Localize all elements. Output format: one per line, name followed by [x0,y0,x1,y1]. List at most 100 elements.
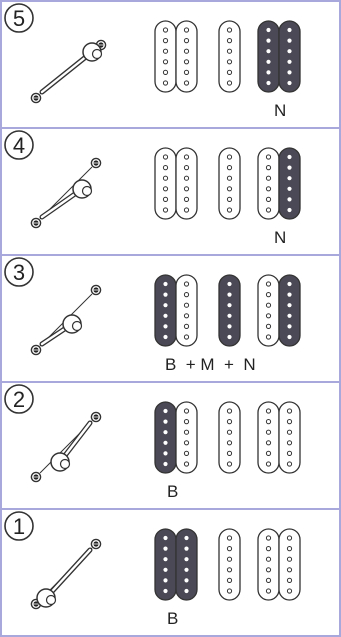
pole-piece-icon [265,461,272,467]
selector-lever-icon [30,411,102,483]
pole-piece-icon [287,186,292,191]
pole-piece-icon [184,578,189,583]
pole-piece-icon [183,281,190,287]
pole-piece-icon [183,429,190,435]
pole-piece-icon [226,408,233,414]
position-number: 3 [13,260,25,285]
middle-coil [218,147,241,220]
pole-piece-icon [265,556,272,562]
pole-piece-icon [266,27,271,33]
pole-piece-icon [184,535,189,541]
pole-piece-icon [163,281,168,287]
pole-piece-icon [265,175,272,181]
pole-piece-icon [226,27,233,33]
pole-piece-icon [183,38,190,44]
pole-piece-icon [265,281,272,287]
pole-piece-icon [286,588,293,594]
pole-piece-icon [265,313,272,319]
pole-piece-icon [163,440,168,445]
pole-piece-icon [287,70,292,75]
pole-piece-icon [183,48,190,54]
pole-piece-icon [163,588,168,594]
pole-piece-icon [287,334,292,340]
pole-piece-icon [227,313,232,318]
lever-shaft-inner [40,50,94,94]
pole-piece-icon [286,567,293,573]
pole-piece-icon [265,334,272,340]
pole-piece-icon [163,292,168,297]
pole-piece-icon [184,567,189,572]
selector-lever-icon [30,39,107,104]
pole-piece-icon [265,546,272,552]
pole-piece-icon [163,334,168,340]
pole-piece-icon [265,154,272,160]
pole-piece-icon [266,70,271,75]
pole-piece-icon [287,324,292,329]
pole-piece-icon [183,69,190,76]
pole-piece-icon [162,59,169,65]
pole-piece-icon [265,450,272,457]
pole-piece-icon [162,165,169,171]
pole-piece-icon [266,49,271,54]
pole-piece-icon [226,567,233,573]
pole-piece-icon [226,69,233,76]
pole-piece-icon [226,546,233,552]
pole-piece-icon [265,577,272,584]
bridge-coil-2 [175,147,198,220]
pole-piece-icon [183,165,190,171]
pole-piece-icon [287,292,292,297]
pole-piece-icon [227,292,232,297]
pole-piece-icon [183,196,190,203]
position-number: 2 [13,387,25,412]
pole-piece-icon [265,323,272,330]
pole-piece-icon [265,535,272,541]
pole-piece-icon [227,334,232,340]
pole-piece-icon [184,546,189,551]
pole-piece-icon [265,196,272,203]
position-number: 1 [13,514,25,539]
pole-piece-icon [287,38,292,43]
pole-piece-icon [226,59,233,65]
pole-piece-icon [286,450,293,457]
pole-piece-icon [163,546,168,551]
middle-coil [218,274,241,347]
pole-piece-icon [183,292,190,298]
pole-piece-icon [287,303,292,308]
pole-piece-icon [286,535,293,541]
pole-piece-icon [286,408,293,414]
position-number-badge [4,130,34,160]
pole-piece-icon [183,186,190,192]
pole-piece-icon [265,186,272,192]
pole-piece-icon [287,281,292,287]
pole-piece-icon [226,165,233,171]
bridge-coil-2 [175,20,198,93]
pole-piece-icon [226,556,233,562]
pole-piece-icon [286,556,293,562]
pole-piece-icon [226,577,233,584]
pole-piece-icon [287,197,292,202]
active-pickups-label: B + M + N [165,355,256,374]
lever-shaft-inner [44,548,92,600]
pole-piece-icon [226,588,233,594]
pole-piece-icon [163,303,168,308]
lever-tip-icon [71,320,83,332]
bridge-coil-2 [175,274,198,347]
pole-piece-icon [183,207,190,213]
pole-piece-icon [183,461,190,467]
pole-piece-icon [183,419,190,425]
position-number: 4 [13,133,25,158]
bridge-coil-2 [175,401,198,474]
pole-piece-icon [266,38,271,43]
pole-piece-icon [287,27,292,33]
pole-piece-icon [183,154,190,160]
pole-piece-icon [226,450,233,457]
pole-piece-icon [183,27,190,33]
pole-piece-icon [265,292,272,298]
pole-piece-icon [286,546,293,552]
pole-piece-icon [266,80,271,86]
pole-piece-icon [183,323,190,330]
pole-piece-icon [183,313,190,319]
pole-piece-icon [183,80,190,86]
pole-piece-icon [183,440,190,446]
middle-coil [218,20,241,93]
